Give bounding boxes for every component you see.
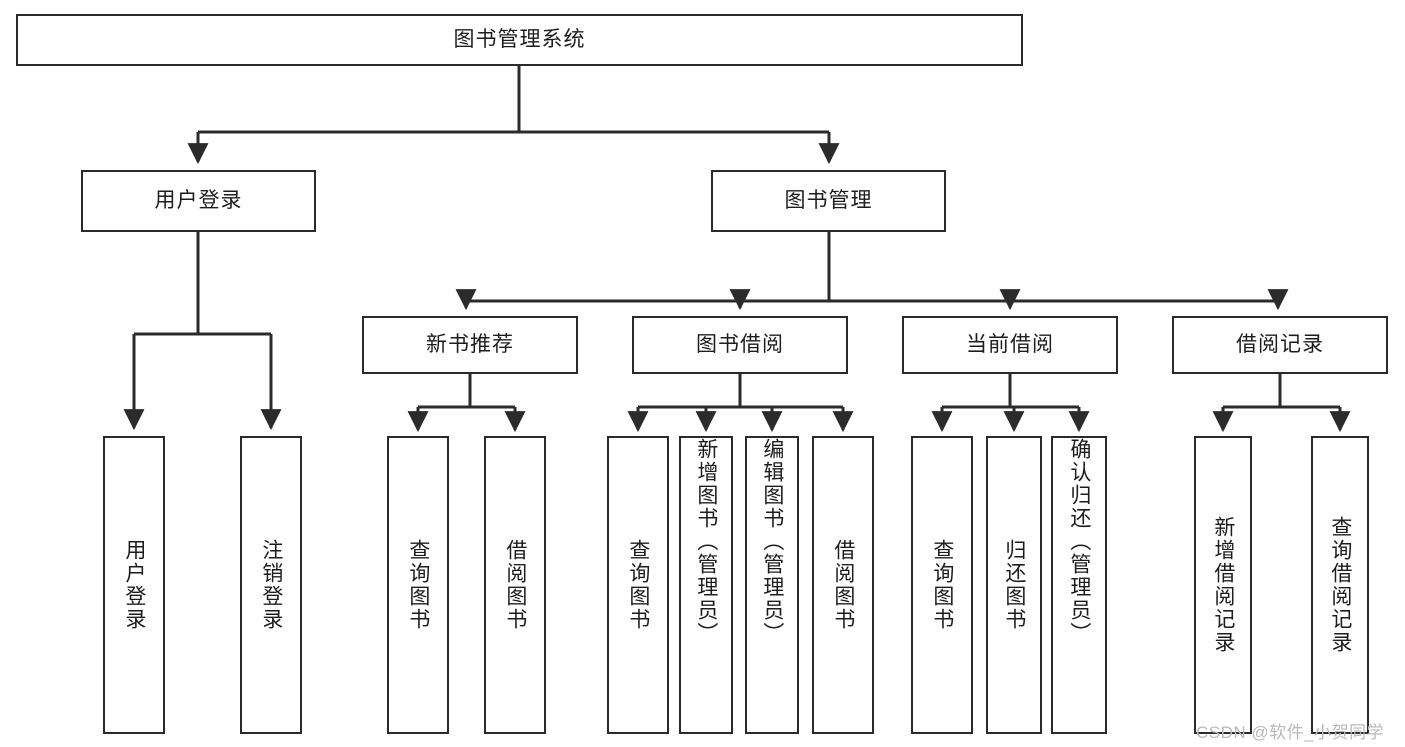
node-leaf-edit-book-admin[interactable]: 编辑图书（管理员）	[745, 436, 799, 734]
node-new-book-rec-label: 新书推荐	[426, 333, 514, 357]
node-leaf-user-login[interactable]: 用户登录	[103, 436, 165, 734]
node-leaf-return-book-label: 归还图书	[1002, 539, 1026, 631]
node-book-manage[interactable]: 图书管理	[711, 170, 946, 232]
node-leaf-query-book-cur-label: 查询图书	[930, 539, 954, 631]
node-leaf-query-book-rec[interactable]: 查询图书	[387, 436, 449, 734]
node-user-login[interactable]: 用户登录	[81, 170, 316, 232]
node-leaf-return-book[interactable]: 归还图书	[986, 436, 1042, 734]
node-root-label: 图书管理系统	[453, 28, 586, 52]
node-root[interactable]: 图书管理系统	[16, 14, 1023, 66]
node-leaf-query-book-borrow[interactable]: 查询图书	[607, 436, 669, 734]
node-leaf-add-book-admin[interactable]: 新增图书（管理员）	[679, 436, 733, 734]
node-leaf-user-login-label: 用户登录	[122, 539, 146, 631]
node-leaf-edit-book-admin-label: 编辑图书（管理员）	[760, 438, 784, 645]
node-leaf-query-borrow-record[interactable]: 查询借阅记录	[1311, 436, 1369, 734]
csdn-watermark: CSDN @软件_小贺同学	[1196, 723, 1385, 742]
node-leaf-confirm-return-admin-label: 确认归还（管理员）	[1067, 438, 1091, 645]
node-borrow-record[interactable]: 借阅记录	[1172, 316, 1388, 374]
node-leaf-add-borrow-record-label: 新增借阅记录	[1211, 516, 1235, 654]
node-leaf-borrow-book-label: 借阅图书	[831, 539, 855, 631]
node-leaf-logout-login[interactable]: 注销登录	[240, 436, 302, 734]
node-leaf-query-book-borrow-label: 查询图书	[626, 539, 650, 631]
node-leaf-add-borrow-record[interactable]: 新增借阅记录	[1194, 436, 1252, 734]
node-book-borrow[interactable]: 图书借阅	[632, 316, 848, 374]
node-leaf-add-book-admin-label: 新增图书（管理员）	[694, 438, 718, 645]
node-leaf-query-book-rec-label: 查询图书	[406, 539, 430, 631]
node-current-borrow[interactable]: 当前借阅	[902, 316, 1118, 374]
node-leaf-query-book-cur[interactable]: 查询图书	[911, 436, 973, 734]
node-book-manage-label: 图书管理	[784, 189, 873, 213]
node-user-login-label: 用户登录	[154, 189, 243, 213]
node-current-borrow-label: 当前借阅	[966, 333, 1054, 357]
node-leaf-borrow-book[interactable]: 借阅图书	[812, 436, 874, 734]
node-new-book-rec[interactable]: 新书推荐	[362, 316, 578, 374]
node-leaf-borrow-book-rec-label: 借阅图书	[503, 539, 527, 631]
node-leaf-confirm-return-admin[interactable]: 确认归还（管理员）	[1051, 436, 1107, 734]
node-borrow-record-label: 借阅记录	[1236, 333, 1324, 357]
node-book-borrow-label: 图书借阅	[696, 333, 784, 357]
node-leaf-logout-login-label: 注销登录	[259, 539, 283, 631]
node-leaf-query-borrow-record-label: 查询借阅记录	[1328, 516, 1352, 654]
node-leaf-borrow-book-rec[interactable]: 借阅图书	[484, 436, 546, 734]
